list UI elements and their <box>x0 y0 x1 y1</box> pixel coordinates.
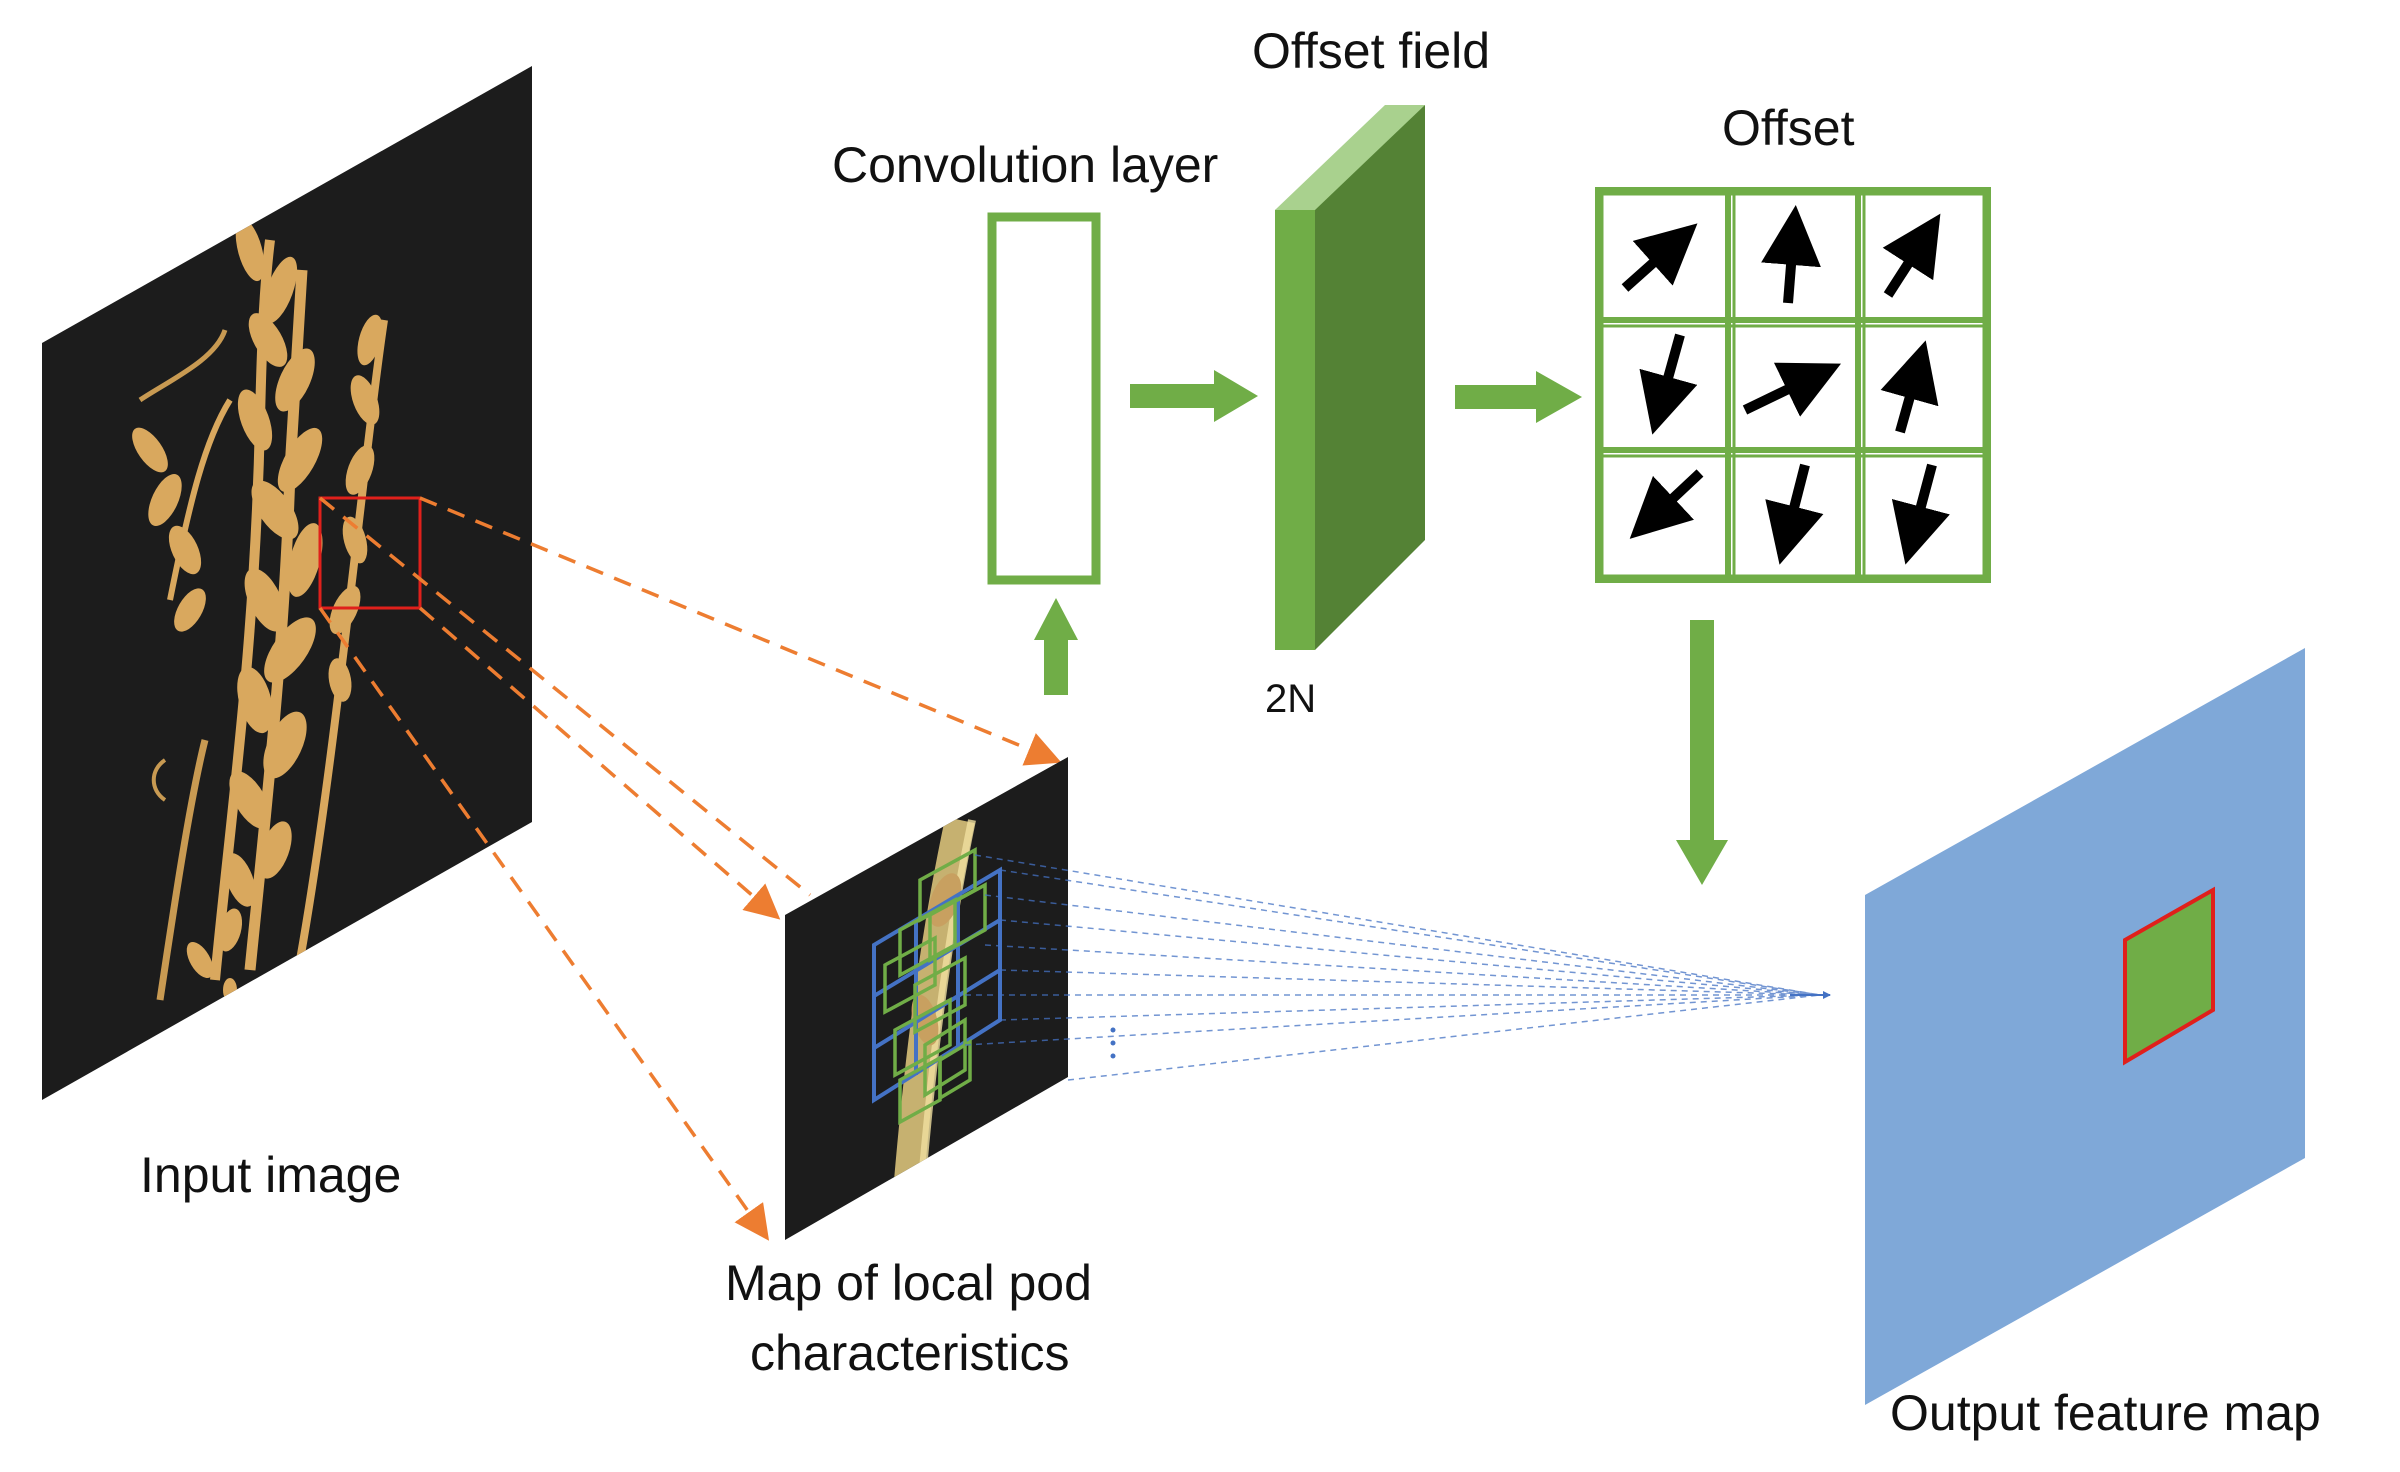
offset-field-side <box>1275 105 1425 650</box>
offset-field-dimension: 2N <box>1265 677 1316 721</box>
projection-line-mid2 <box>318 496 812 897</box>
offset-field-label: Offset field <box>1252 23 1490 79</box>
offset-arrow-6 <box>1880 340 1939 434</box>
output-map-label: Output feature map <box>1890 1385 2321 1441</box>
receptive-region-box <box>318 496 422 610</box>
convolution-layer <box>987 212 1101 585</box>
arrow-field-to-offset <box>1455 371 1582 423</box>
ellipsis-dots <box>1110 1027 1116 1059</box>
output-feature-cell <box>2123 886 2215 1066</box>
local-map-label-line2: characteristics <box>750 1325 1070 1381</box>
output-map-plane <box>1865 648 2305 1405</box>
projection-line-bottom <box>318 606 770 1241</box>
arrow-conv-to-field <box>1130 370 1258 422</box>
offset-arrow-8 <box>1765 463 1824 565</box>
convolution-layer-box <box>987 212 1101 585</box>
offset-grid-lines <box>1595 187 1991 583</box>
offset-arrow-9 <box>1891 463 1950 565</box>
offset-field-front <box>1275 210 1315 650</box>
local-map-label-line1: Map of local pod <box>725 1255 1092 1311</box>
input-image-panel <box>42 66 532 1100</box>
offset-arrow-7 <box>1629 469 1704 539</box>
offset-arrow-3 <box>1882 213 1941 298</box>
offset-arrow-1 <box>1621 223 1698 292</box>
offset-grid <box>1595 187 1991 583</box>
offset-arrow-5 <box>1742 362 1842 417</box>
projection-lines <box>318 496 1062 1241</box>
offset-field-top <box>1275 105 1425 210</box>
offset-arrow-4 <box>1639 333 1698 435</box>
output-feature-map <box>1865 648 2305 1405</box>
local-pod-map <box>785 757 1116 1240</box>
offset-field-slab <box>1275 105 1425 650</box>
arrow-local-to-conv <box>1034 598 1078 695</box>
arrow-offset-to-output <box>1676 620 1728 885</box>
deformed-sampling-cells <box>883 847 987 1125</box>
offset-label: Offset <box>1722 100 1855 156</box>
offset-arrow-2 <box>1761 205 1821 304</box>
projection-line-top <box>419 496 1062 766</box>
convergence-lines <box>964 854 1821 1081</box>
input-image-label: Input image <box>140 1147 401 1203</box>
convolution-layer-label: Convolution layer <box>832 137 1218 193</box>
projection-line-mid <box>418 606 781 920</box>
pod-plant-illustration <box>132 218 388 1002</box>
